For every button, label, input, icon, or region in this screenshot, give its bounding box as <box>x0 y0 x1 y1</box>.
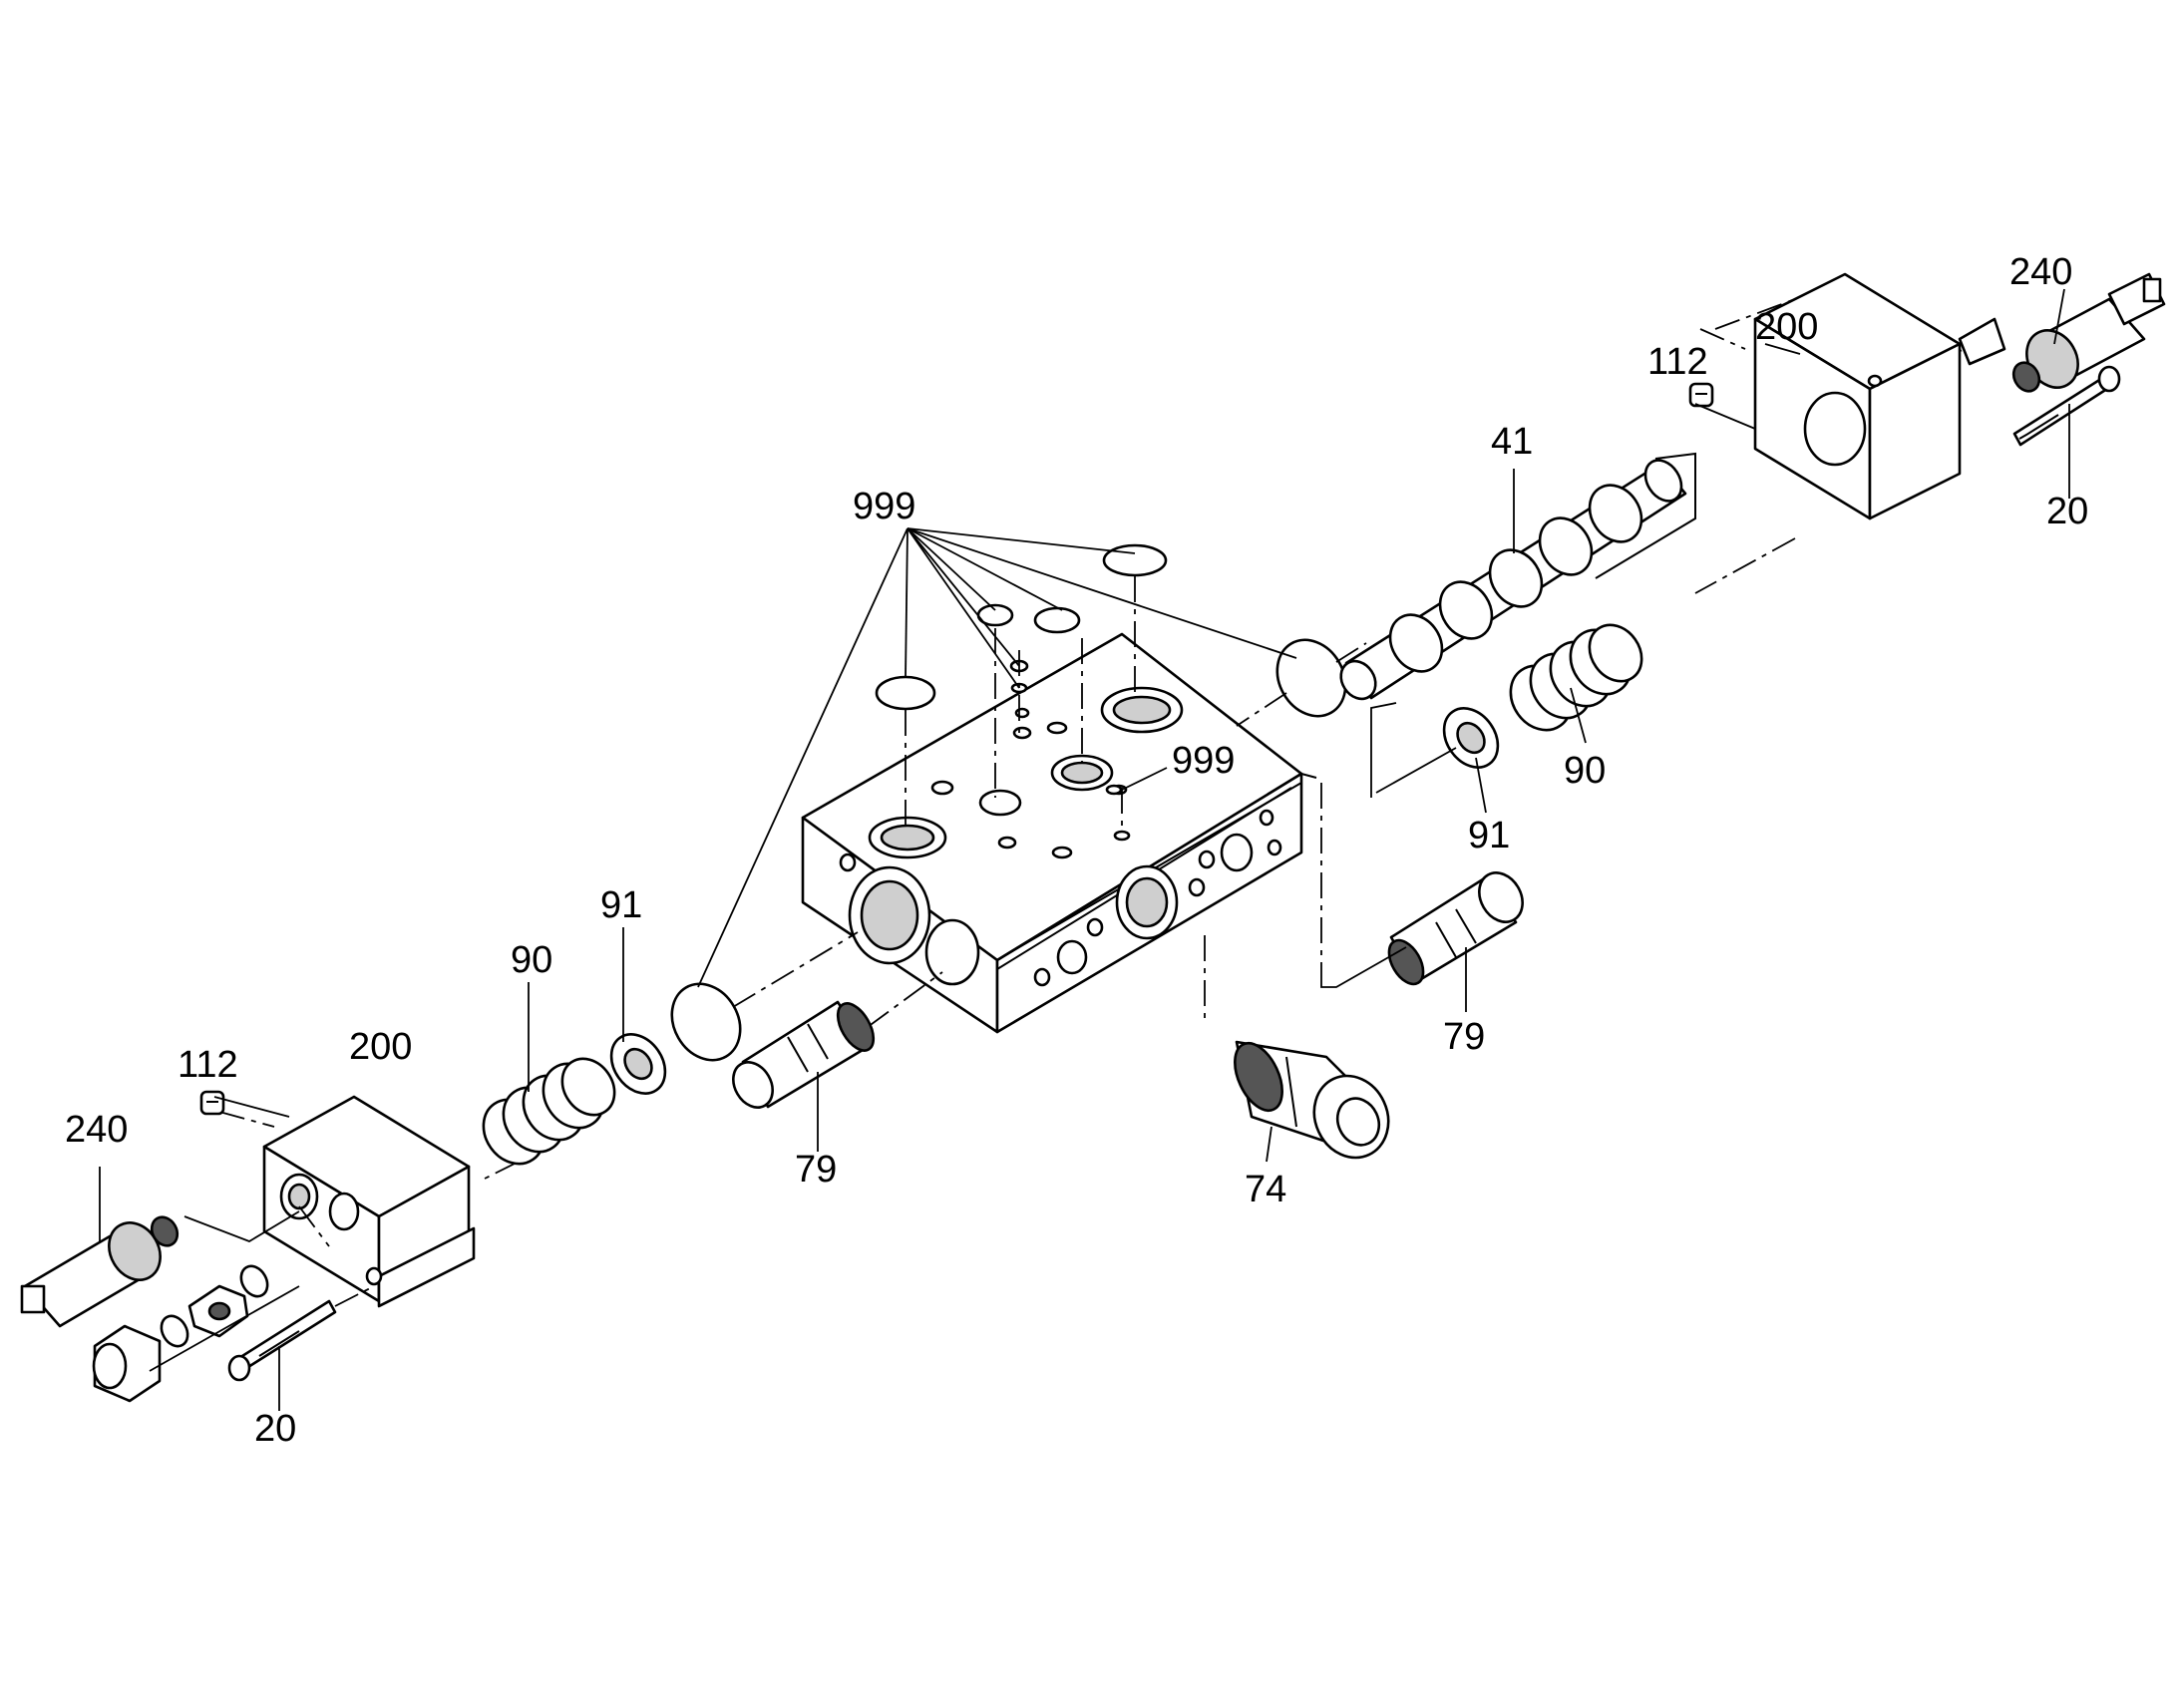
callout-41: 41 <box>1491 421 1533 463</box>
callout-labels: 999 999 41 112 200 240 20 90 91 79 74 79… <box>65 251 2088 1450</box>
solenoid-240-left <box>20 1210 300 1328</box>
valve-block-body <box>801 632 1317 1034</box>
assembly-axis-lines <box>218 298 1981 1183</box>
bolt-20-left <box>227 1285 375 1382</box>
cover-200-left <box>262 1095 476 1308</box>
callout-20-left: 20 <box>254 1408 296 1450</box>
spring-seat-91-left <box>609 1033 667 1095</box>
cover-200-right <box>1753 272 2006 520</box>
leader-lines <box>99 288 2070 1411</box>
o-rings-999 <box>670 543 1347 1062</box>
callout-112-left: 112 <box>178 1044 238 1086</box>
cap-nut-left <box>92 1324 162 1403</box>
callout-91-right: 91 <box>1468 815 1510 856</box>
screw-plug-112-left <box>199 1090 225 1116</box>
callout-90-left: 90 <box>511 939 552 981</box>
callout-90-right: 90 <box>1564 750 1606 792</box>
bolt-20-right <box>2012 365 2121 447</box>
callout-79-right: 79 <box>1443 1016 1485 1058</box>
callout-79-left: 79 <box>795 1149 837 1191</box>
seal-ring-left-b <box>239 1264 269 1298</box>
screw-plug-112-right <box>1688 382 1714 408</box>
callout-240-left: 240 <box>65 1109 128 1151</box>
seal-ring-left-a <box>160 1314 189 1348</box>
callout-74: 74 <box>1245 1169 1286 1210</box>
callout-240-right: 240 <box>2009 251 2072 293</box>
spring-seat-91-right <box>1442 707 1500 769</box>
callout-999-top: 999 <box>853 486 915 527</box>
hex-nut-left <box>187 1284 249 1338</box>
spool-41 <box>1339 452 1696 701</box>
spring-90-right <box>1509 623 1643 732</box>
callout-200-left: 200 <box>349 1026 412 1068</box>
cartridge-valve-79-right <box>1387 871 1524 986</box>
callout-91-left: 91 <box>600 884 642 926</box>
cartridge-valve-79-left <box>732 1000 876 1109</box>
solenoid-240-right <box>2011 272 2166 393</box>
callout-20-right: 20 <box>2046 491 2088 532</box>
callout-200-right: 200 <box>1755 306 1818 348</box>
pressure-valve-74 <box>1234 1040 1390 1160</box>
callout-999-mid: 999 <box>1172 740 1235 782</box>
callout-112-right: 112 <box>1647 341 1708 383</box>
right-assembly-bracket <box>1370 702 1397 798</box>
spring-90-left <box>482 1057 616 1166</box>
